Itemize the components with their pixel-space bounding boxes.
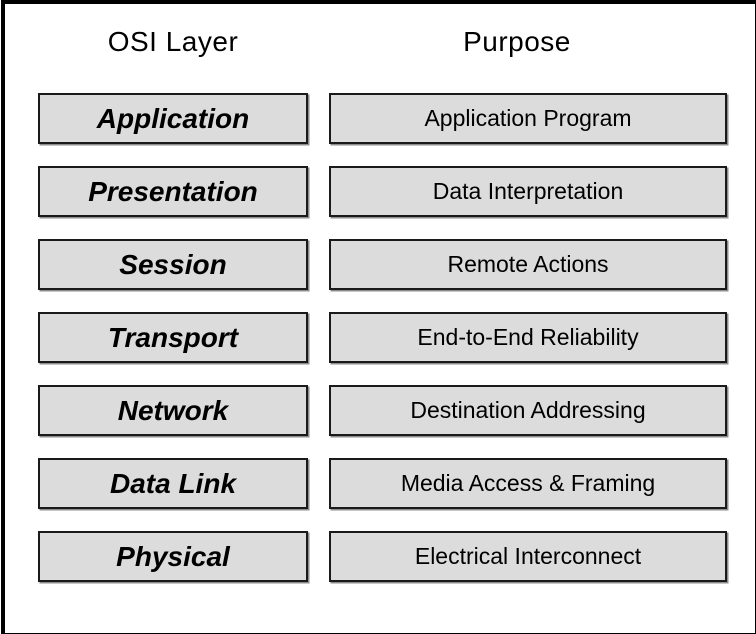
layer-box: Presentation <box>38 166 308 217</box>
layer-box: Application <box>38 93 308 144</box>
layer-label: Session <box>119 248 227 280</box>
column-header-purpose: Purpose <box>463 26 571 57</box>
purpose-box: Application Program <box>329 93 727 144</box>
layer-label: Physical <box>116 540 230 572</box>
purpose-label: Media Access & Framing <box>400 470 656 496</box>
layer-row: Data Link Media Access & Framing <box>5 458 756 509</box>
purpose-label: Application Program <box>424 105 632 131</box>
layer-row: Network Destination Addressing <box>5 385 756 436</box>
layer-label: Presentation <box>88 175 258 207</box>
layer-rows: Application Application Program Presenta… <box>5 93 756 604</box>
layer-row: Physical Electrical Interconnect <box>5 531 756 582</box>
purpose-box: Remote Actions <box>329 239 727 290</box>
layer-box: Data Link <box>38 458 308 509</box>
purpose-box: End-to-End Reliability <box>329 312 727 363</box>
layer-row: Transport End-to-End Reliability <box>5 312 756 363</box>
layer-box: Transport <box>38 312 308 363</box>
layer-label: Application <box>96 102 250 134</box>
purpose-box: Media Access & Framing <box>329 458 727 509</box>
layer-label: Transport <box>107 321 239 353</box>
purpose-box: Data Interpretation <box>329 166 727 217</box>
layer-row: Presentation Data Interpretation <box>5 166 756 217</box>
layer-box: Session <box>38 239 308 290</box>
layer-label: Network <box>117 394 229 426</box>
purpose-box: Electrical Interconnect <box>329 531 727 582</box>
purpose-label: Remote Actions <box>447 251 609 277</box>
purpose-box: Destination Addressing <box>329 385 727 436</box>
purpose-label: Destination Addressing <box>410 397 646 423</box>
column-header-osi-layer: OSI Layer <box>107 26 239 57</box>
layer-box: Physical <box>38 531 308 582</box>
layer-box: Network <box>38 385 308 436</box>
layer-row: Session Remote Actions <box>5 239 756 290</box>
purpose-label: Data Interpretation <box>432 178 624 204</box>
purpose-label: Electrical Interconnect <box>414 543 642 569</box>
layer-label: Data Link <box>109 467 237 499</box>
layer-row: Application Application Program <box>5 93 756 144</box>
purpose-label: End-to-End Reliability <box>417 324 639 350</box>
